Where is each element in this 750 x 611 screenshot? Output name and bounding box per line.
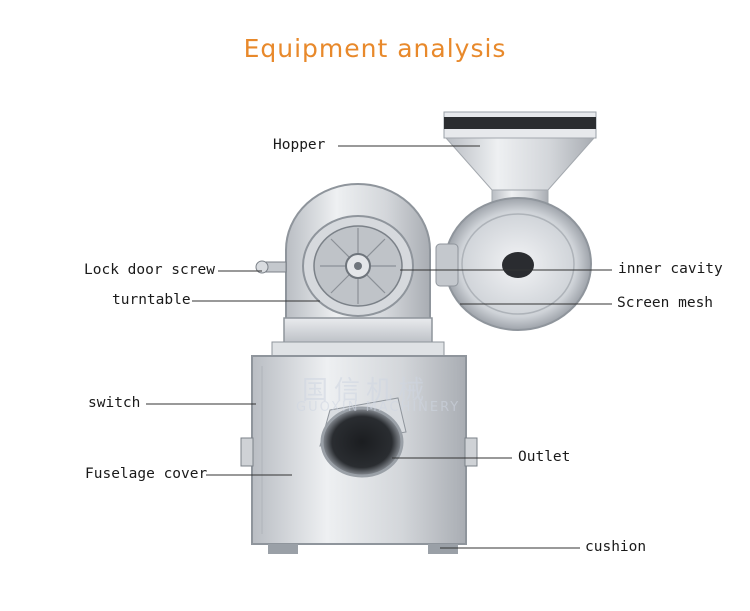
label-cushion: cushion (585, 539, 646, 555)
label-hopper: Hopper (273, 137, 325, 153)
watermark-english: GUOXIN MACHINERY (296, 400, 460, 415)
label-outlet: Outlet (518, 449, 570, 465)
label-switch: switch (88, 395, 140, 411)
grinding-head (256, 184, 432, 346)
hopper-part (444, 112, 596, 206)
label-inner-cavity: inner cavity (618, 261, 723, 277)
label-screen-mesh: Screen mesh (617, 295, 713, 311)
cushion-feet (268, 544, 458, 554)
label-turntable: turntable (112, 292, 191, 308)
label-lock-door-screw: Lock door screw (84, 262, 215, 278)
open-door-disc (436, 198, 591, 330)
label-fuselage-cover: Fuselage cover (85, 466, 207, 482)
